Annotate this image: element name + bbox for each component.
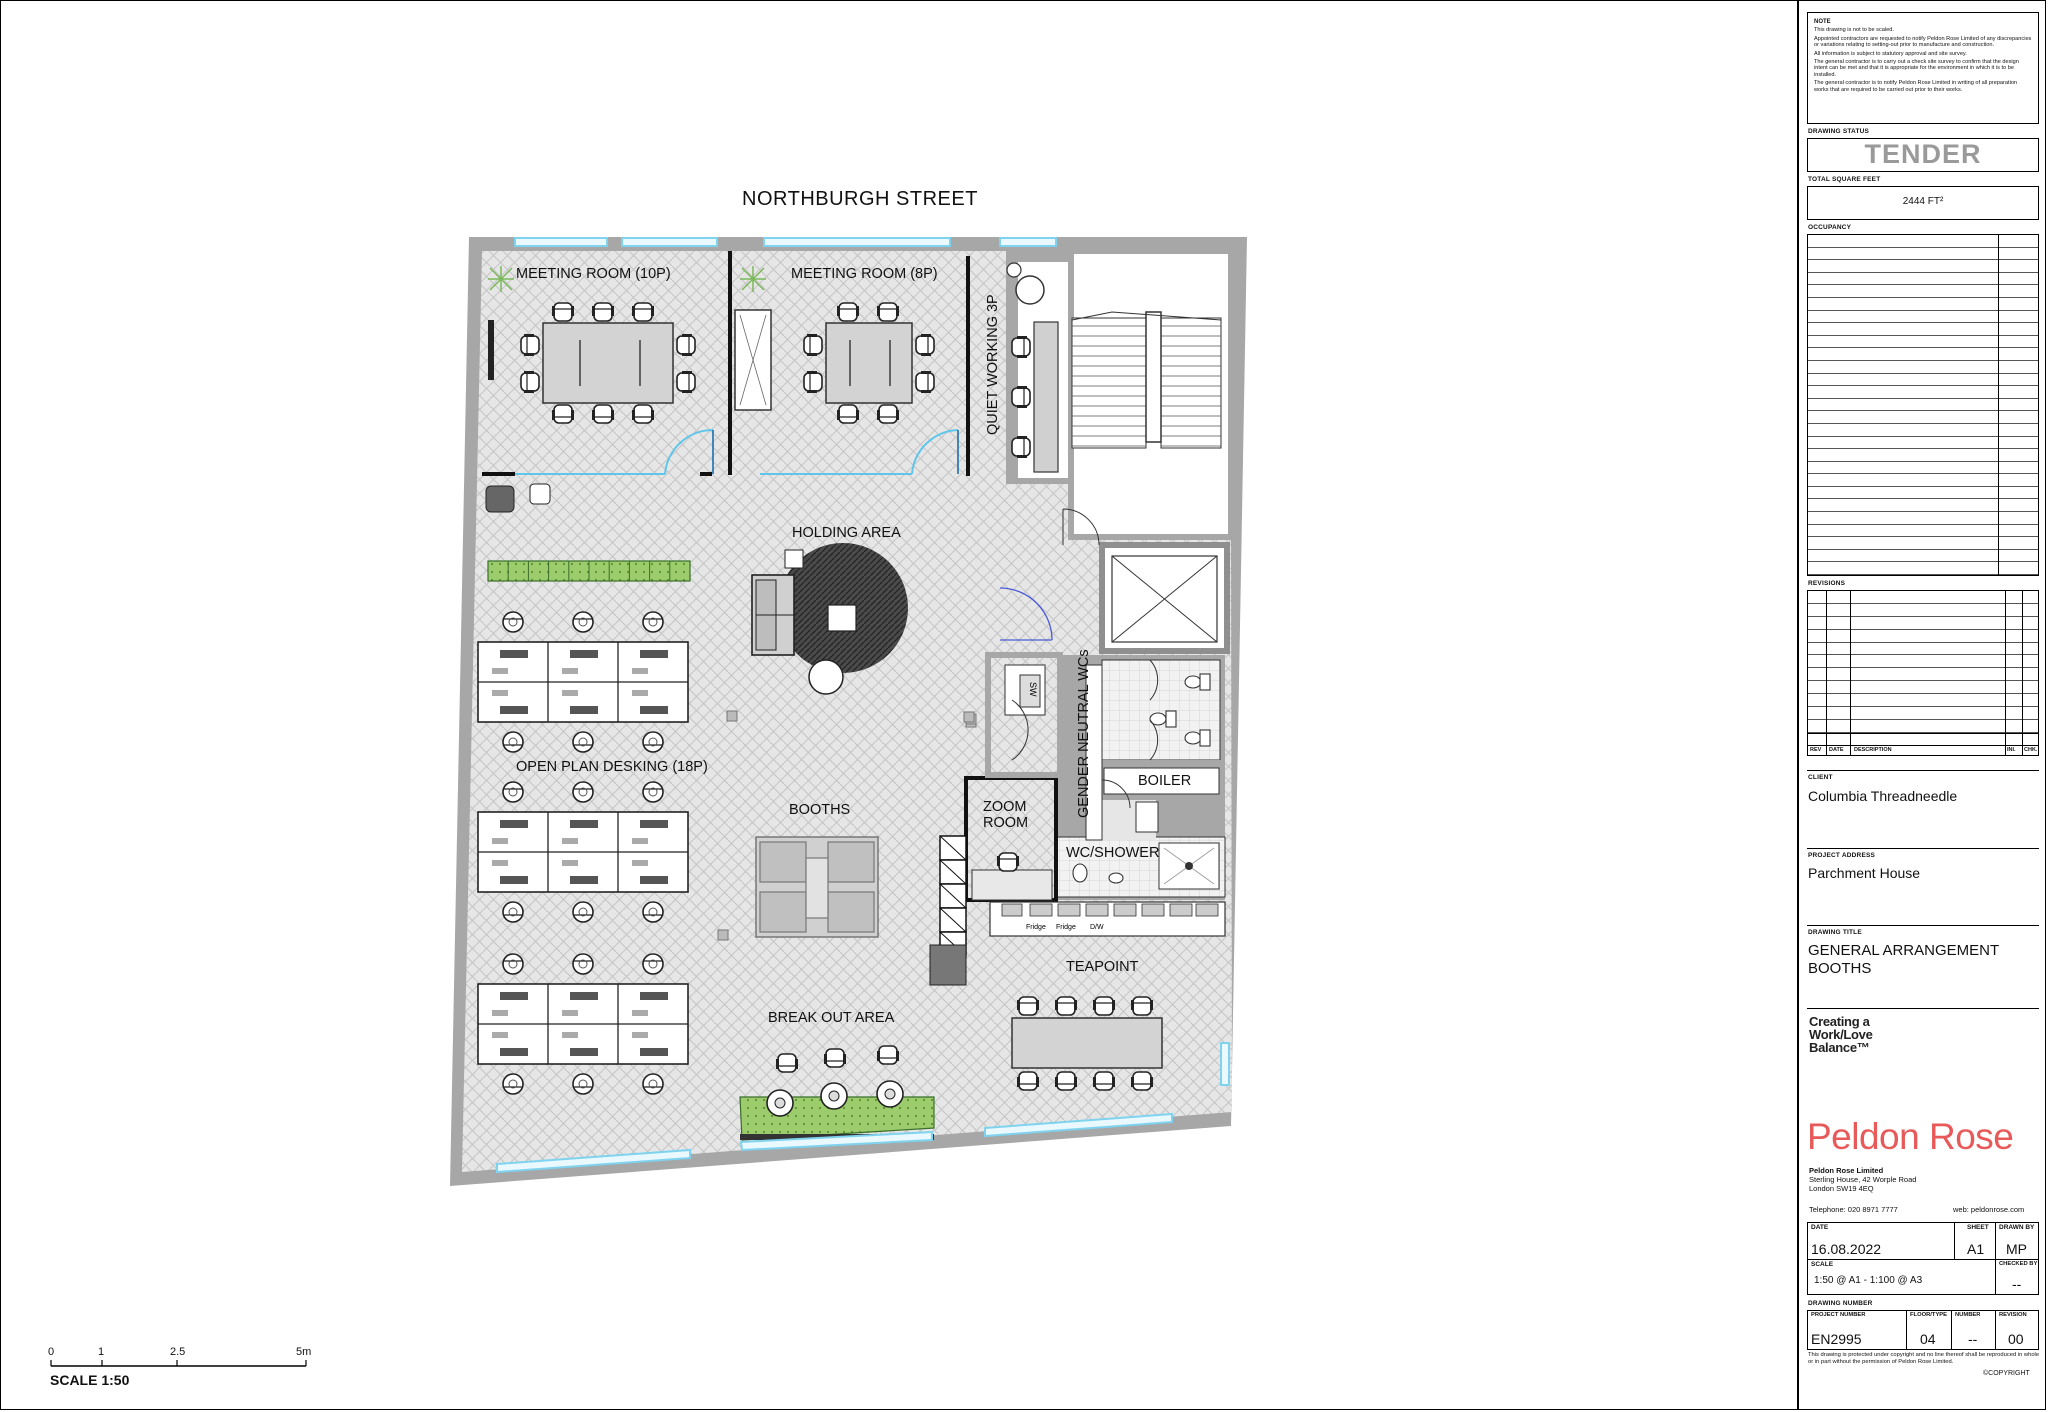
- drawn-by-value: MP: [2006, 1241, 2027, 1257]
- project-number-value: EN2995: [1811, 1331, 1862, 1347]
- floor-area: [462, 251, 1232, 1172]
- notes-box: NOTE This drawing is not to be scaled. A…: [1807, 12, 2039, 124]
- note-3: All information is subject to statutory …: [1814, 50, 1967, 57]
- revision-cell: REVISION 00: [1995, 1310, 2039, 1350]
- number-heading: NUMBER: [1955, 1312, 1981, 1318]
- tagline-line-1: Creating a: [1809, 1014, 1870, 1029]
- label-wc-shower: WC/SHOWER: [1066, 845, 1159, 861]
- scale-bar: 0 1 2.5 5m SCALE 1:50: [48, 1342, 318, 1392]
- client-value: Columbia Threadneedle: [1808, 788, 1958, 804]
- drawing-status-heading: DRAWING STATUS: [1808, 128, 1870, 135]
- label-dishwasher: D/W: [1090, 924, 1104, 931]
- label-fridge-2: Fridge: [1056, 924, 1076, 931]
- sheet-heading: SHEET: [1967, 1224, 1989, 1231]
- company-name: Peldon Rose Limited: [1809, 1166, 1884, 1175]
- checked-by-heading: CHECKED BY: [1999, 1261, 2038, 1267]
- project-address-heading: PROJECT ADDRESS: [1808, 852, 1876, 859]
- note-5: The general contractor is to notify Peld…: [1814, 80, 2018, 93]
- note-1: This drawing is not to be scaled.: [1814, 27, 1894, 34]
- drawing-status-box: TENDER: [1807, 138, 2039, 172]
- revisions-heading: REVISIONS: [1808, 580, 1846, 587]
- label-fridge-1: Fridge: [1026, 924, 1046, 931]
- label-holding-area: HOLDING AREA: [792, 525, 901, 541]
- rev-col-rev: REV: [1810, 747, 1822, 753]
- checked-by-value: --: [2012, 1276, 2022, 1292]
- title-block: NOTE This drawing is not to be scaled. A…: [1797, 0, 2046, 1410]
- floor-type-cell: FLOOR/TYPE 04: [1906, 1310, 1952, 1350]
- scale-tick-1: 1: [98, 1346, 105, 1358]
- scale-label: SCALE 1:50: [50, 1372, 130, 1388]
- rev-col-chk: CHK.: [2024, 747, 2038, 753]
- label-teapoint: TEAPOINT: [1066, 959, 1139, 975]
- drawing-title-heading: DRAWING TITLE: [1808, 929, 1862, 936]
- brand-logo: Peldon Rose: [1807, 1116, 2014, 1157]
- drawing-number-heading: DRAWING NUMBER: [1808, 1300, 1873, 1307]
- tagline-line-3: Balance™: [1809, 1040, 1870, 1055]
- label-break-out-area: BREAK OUT AREA: [768, 1010, 895, 1026]
- drawn-by-heading: DRAWN BY: [1999, 1224, 2035, 1231]
- sqft-heading: TOTAL SQUARE FEET: [1808, 176, 1881, 183]
- label-zoom: ZOOM: [983, 799, 1027, 815]
- date-heading: DATE: [1811, 1224, 1829, 1231]
- scale-value: 1:50 @ A1 - 1:100 @ A3: [1814, 1275, 1923, 1286]
- revisions-table: REV DATE DESCRIPTION INI. CHK.: [1807, 590, 2039, 756]
- company-address-1: Sterling House, 42 Worple Road: [1809, 1175, 1917, 1184]
- scale-heading: SCALE: [1811, 1261, 1834, 1268]
- drawing-status-value: TENDER: [1864, 139, 1982, 169]
- occupancy-heading: OCCUPANCY: [1808, 224, 1852, 231]
- number-value: --: [1968, 1331, 1978, 1347]
- note-2: Appointed contractors are requested to n…: [1814, 35, 2032, 49]
- company-web: web: peldonrose.com: [1953, 1205, 2025, 1214]
- label-quiet-working: QUIET WORKING 3P: [985, 294, 1001, 435]
- sqft-value: 2444 FT²: [1902, 196, 1944, 207]
- label-boiler: BOILER: [1138, 773, 1191, 789]
- rev-col-date: DATE: [1829, 747, 1844, 753]
- tagline-line-2: Work/Love: [1809, 1027, 1873, 1042]
- label-meeting-room-8p: MEETING ROOM (8P): [791, 266, 938, 282]
- company-telephone: Telephone: 020 8971 7777: [1809, 1205, 1898, 1214]
- rev-col-ini: INI.: [2007, 747, 2016, 753]
- floor-type-heading: FLOOR/TYPE: [1910, 1312, 1948, 1318]
- label-open-plan-desking: OPEN PLAN DESKING (18P): [516, 759, 708, 775]
- date-value: 16.08.2022: [1811, 1241, 1882, 1257]
- floor-plan: MEETING ROOM (10P) MEETING ROOM (8P) QUI…: [450, 237, 1247, 1186]
- checked-by-cell: CHECKED BY --: [1995, 1259, 2039, 1295]
- sheet-value: A1: [1967, 1241, 1985, 1257]
- number-cell: NUMBER --: [1951, 1310, 1996, 1350]
- sheet-cell: SHEET A1: [1954, 1222, 1996, 1260]
- label-booths: BOOTHS: [789, 802, 850, 818]
- revision-heading: REVISION: [1999, 1312, 2027, 1318]
- floor-type-value: 04: [1920, 1331, 1936, 1347]
- sqft-box: 2444 FT²: [1807, 186, 2039, 220]
- rev-col-description: DESCRIPTION: [1854, 747, 1892, 753]
- label-gender-neutral-wcs: GENDER NEUTRAL WCs: [1076, 649, 1092, 818]
- scale-tick-0: 0: [48, 1346, 55, 1358]
- date-cell: DATE 16.08.2022: [1807, 1222, 1955, 1260]
- drawn-by-cell: DRAWN BY MP: [1995, 1222, 2039, 1260]
- project-number-heading: PROJECT NUMBER: [1811, 1312, 1866, 1318]
- drawing-title-line-1: GENERAL ARRANGEMENT: [1808, 942, 2000, 959]
- revision-value: 00: [2008, 1331, 2024, 1347]
- project-number-cell: PROJECT NUMBER EN2995: [1807, 1310, 1907, 1350]
- label-zoom-room: ROOM: [983, 815, 1028, 831]
- street-label: NORTHBURGH STREET: [742, 188, 978, 210]
- scale-tick-2-5: 2.5: [170, 1346, 186, 1358]
- notes-heading: NOTE: [1814, 19, 1831, 25]
- copyright-note: This drawing is protected under copyrigh…: [1808, 1352, 2040, 1365]
- copyright-mark: ©COPYRIGHT: [1983, 1370, 2030, 1377]
- note-4: The general contractor is to carry out a…: [1814, 59, 2019, 78]
- label-sw: SW: [1028, 682, 1038, 697]
- scale-tick-5m: 5m: [296, 1346, 312, 1358]
- drawing-title-line-2: BOOTHS: [1808, 960, 1872, 977]
- scale-cell: SCALE 1:50 @ A1 - 1:100 @ A3: [1807, 1259, 1996, 1295]
- company-address-2: London SW19 4EQ: [1809, 1184, 1874, 1193]
- label-meeting-room-10p: MEETING ROOM (10P): [516, 266, 671, 282]
- occupancy-table: [1807, 234, 2039, 576]
- project-address-value: Parchment House: [1808, 865, 1921, 881]
- client-heading: CLIENT: [1808, 774, 1833, 781]
